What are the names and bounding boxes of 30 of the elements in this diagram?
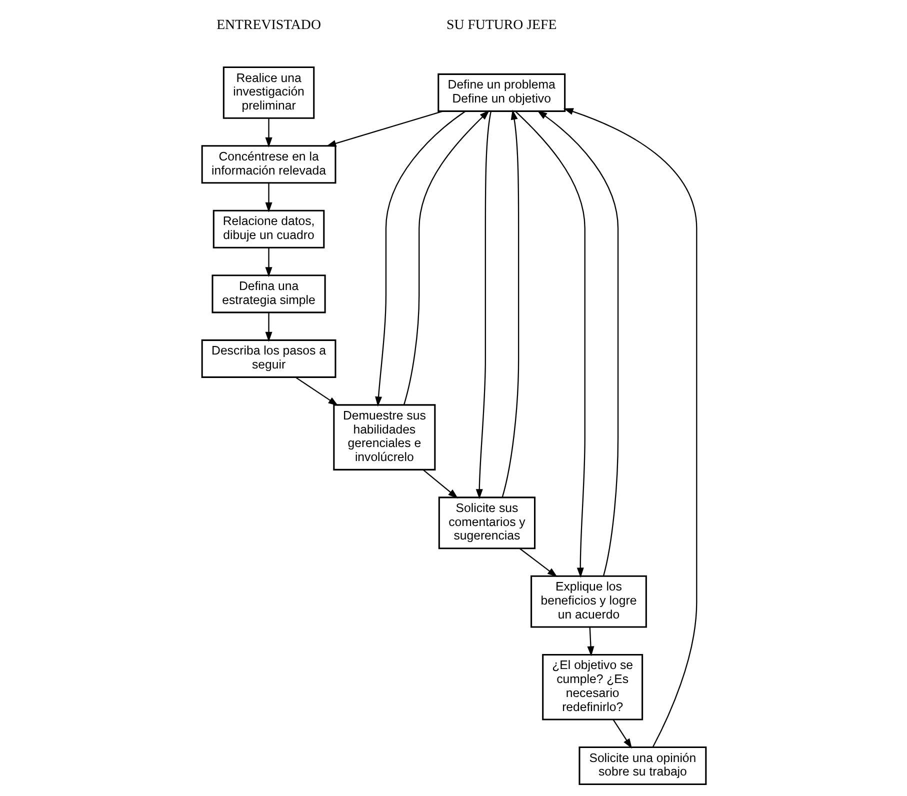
- label: ENTREVISTADO: [216, 18, 320, 34]
- arrow: [586, 627, 594, 656]
- node-box: ¿El objetivo se cumple? ¿Es necesario redefinirlo?: [542, 654, 643, 720]
- node-box: Define un problema Define un objetivo: [437, 73, 566, 112]
- arrow: [518, 548, 557, 578]
- node-box: Realice una investigación preliminar: [222, 66, 314, 119]
- arrow: [264, 312, 272, 342]
- arrow: [264, 183, 272, 212]
- arrow: [501, 110, 519, 498]
- arrow: [264, 248, 272, 278]
- arrow: [475, 111, 492, 500]
- node-box: Relacione datos, dibuje un cuadro: [212, 210, 324, 248]
- node-box: Describa los pasos a seguir: [200, 339, 336, 378]
- arrow: [536, 110, 618, 576]
- arrow: [264, 118, 272, 148]
- arrow: [514, 110, 585, 578]
- arrow: [562, 108, 697, 748]
- node-box: Solicite sus comentarios y sugerencias: [438, 496, 536, 550]
- node-box: Concéntrese en la información relevada: [200, 145, 336, 184]
- node-box: Explique los beneficios y logre un acuerdo: [530, 575, 646, 628]
- node-box: Solicite una opinión sobre su trabajo: [578, 746, 706, 786]
- arrow: [402, 110, 490, 406]
- node-box: Demuestre sus habilidades gerenciales e involúcrelo: [332, 404, 436, 470]
- arrow: [326, 110, 442, 147]
- arrow: [612, 719, 632, 749]
- arrow: [422, 469, 458, 498]
- arrow: [374, 110, 466, 407]
- label: SU FUTURO JEFE: [446, 18, 556, 34]
- node-box: Defina una estrategia simple: [211, 274, 326, 314]
- arrow: [294, 376, 338, 406]
